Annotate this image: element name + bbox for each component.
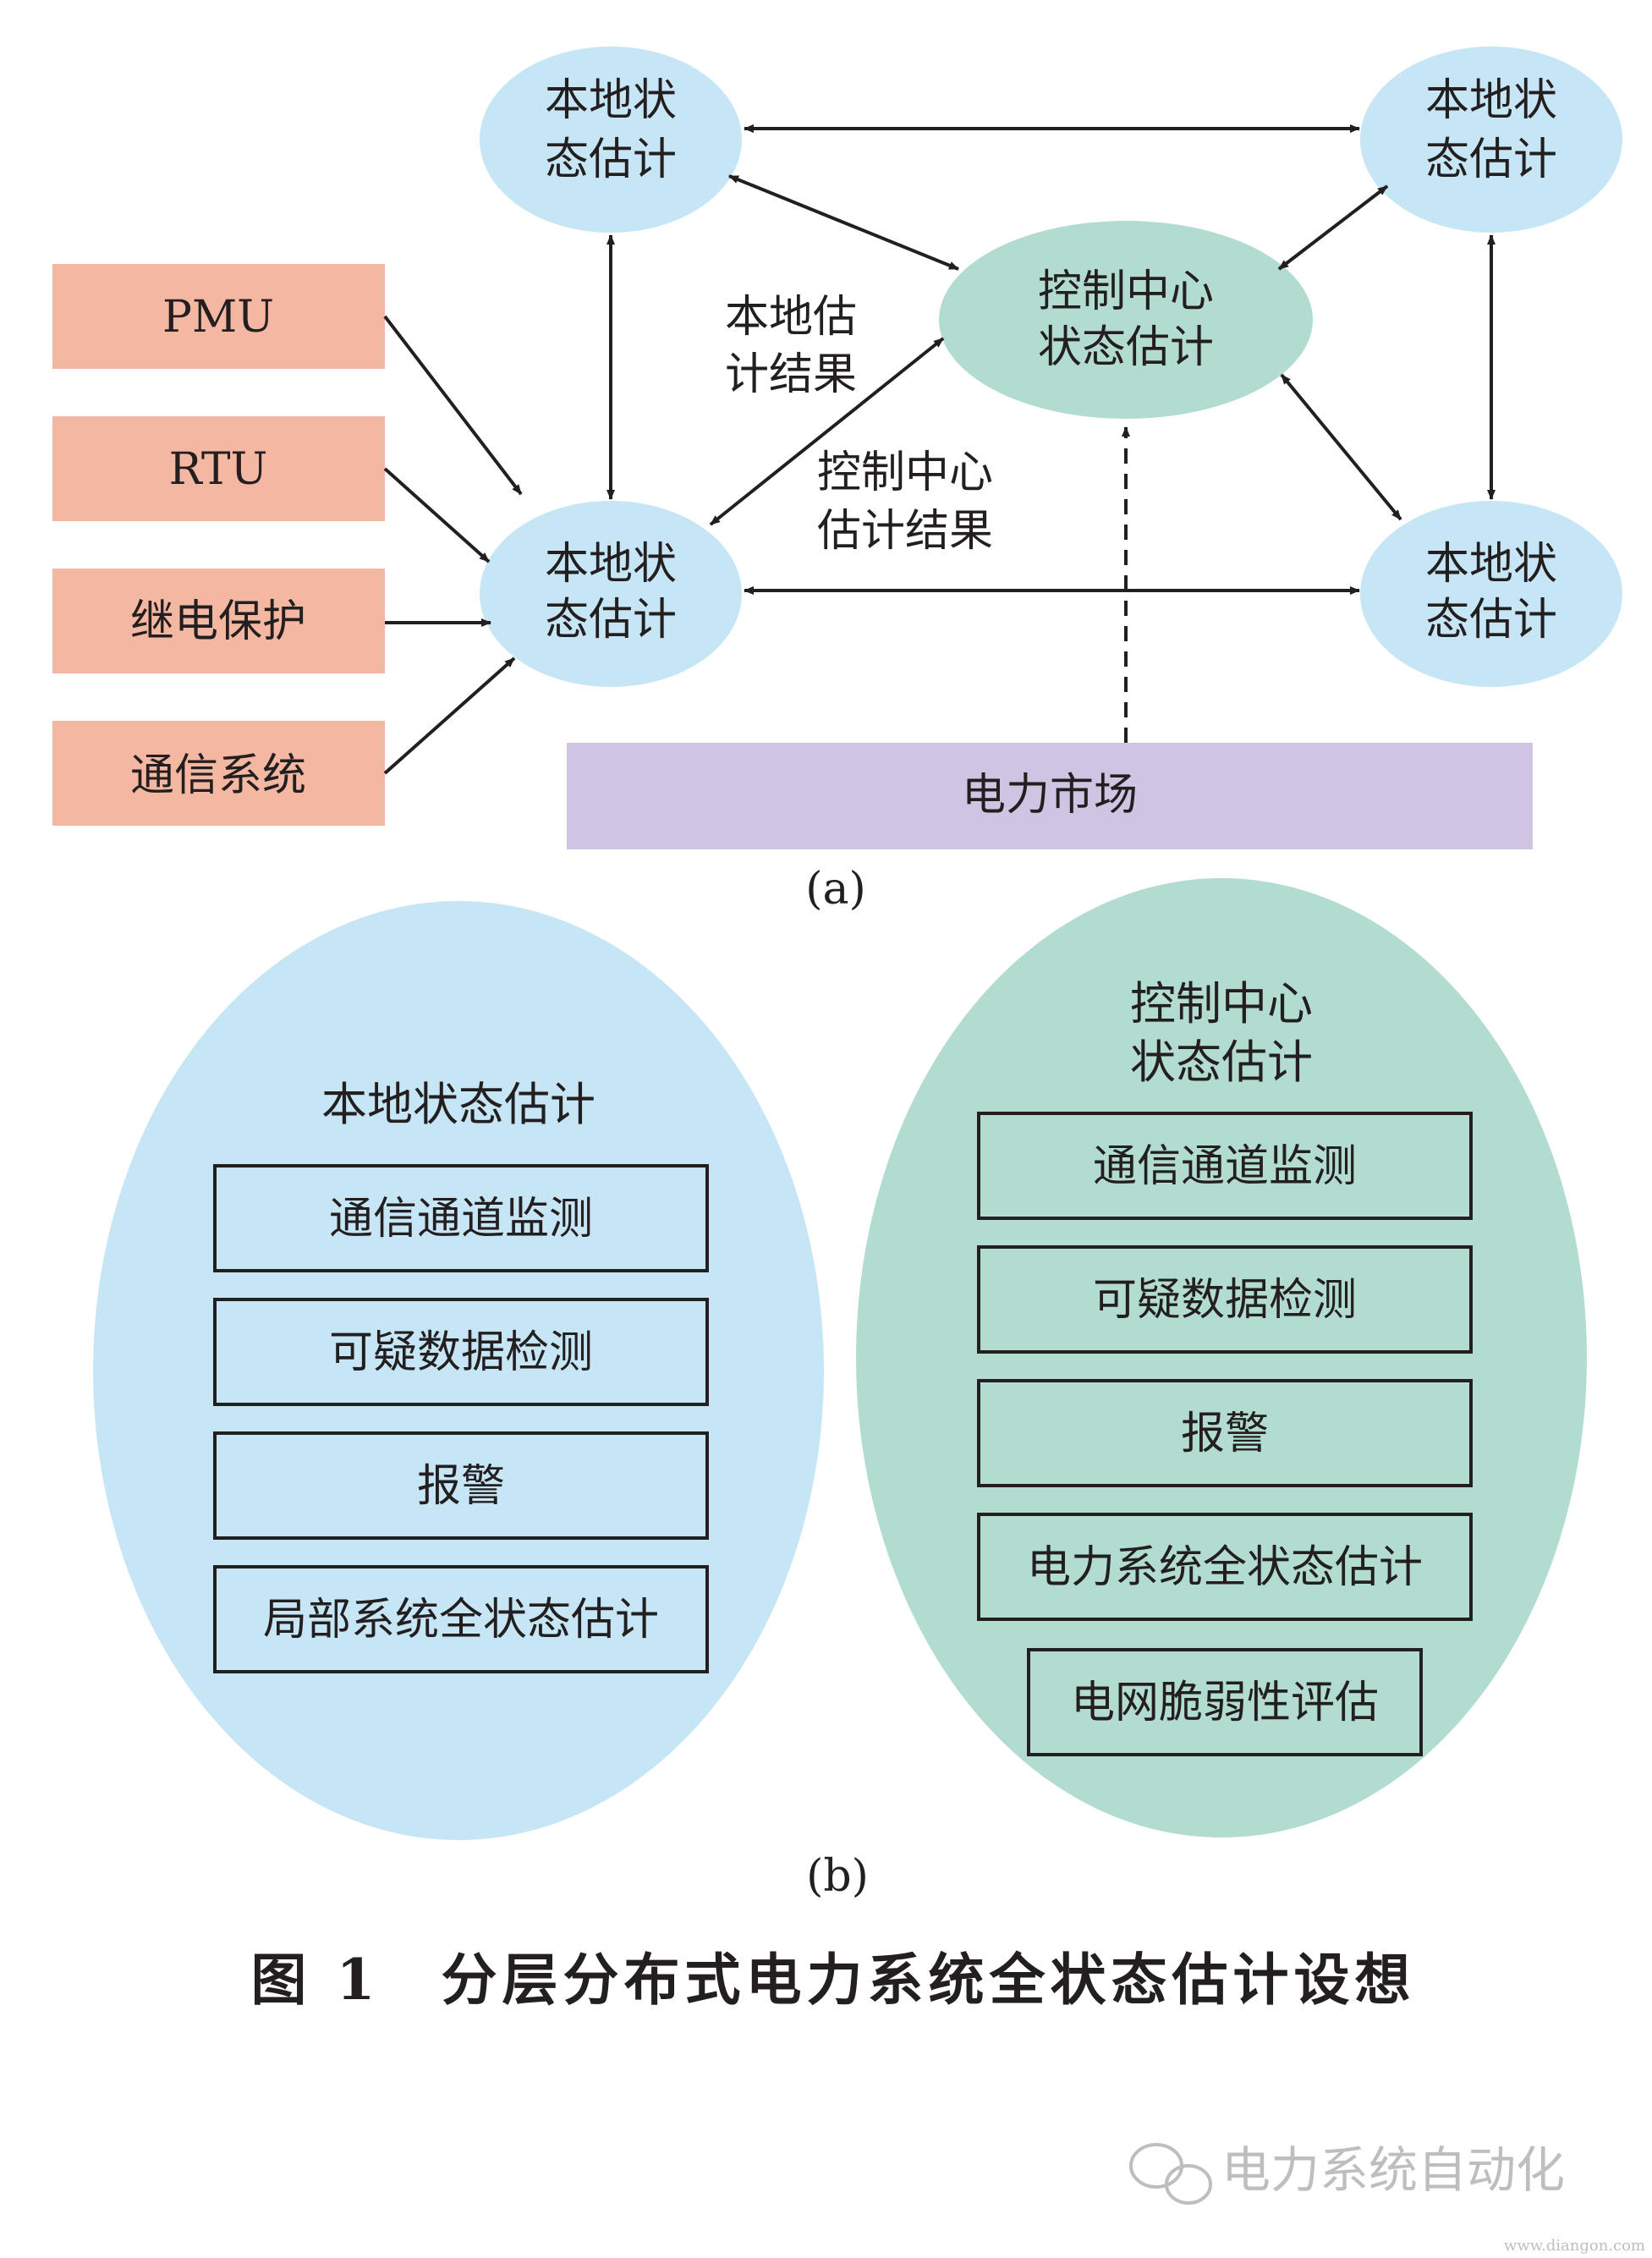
node-label: 控制中心 xyxy=(1038,266,1214,317)
input-box-relay xyxy=(52,569,385,673)
local-item-box xyxy=(213,1164,709,1272)
arrow-local-top-left-to-control xyxy=(728,174,959,271)
input-box-comm xyxy=(52,721,385,826)
node-label: 态估计 xyxy=(545,135,677,185)
input-label-pmu: PMU xyxy=(162,292,274,343)
control-item-label: 报警 xyxy=(1181,1409,1269,1459)
arrow-control-to-local-top-right xyxy=(1277,184,1389,271)
watermark-url: www.diangon.com xyxy=(1504,2237,1645,2255)
arrow-comm-to-local xyxy=(383,657,516,775)
control-item-label: 电力系统全状态估计 xyxy=(1027,1542,1423,1593)
arrow-control-to-local-bottom-right xyxy=(1280,373,1402,521)
node-label: 态估计 xyxy=(1425,595,1557,646)
node-label: 本地状 xyxy=(1425,75,1557,126)
diagram-b: 本地状态估计 控制中心 状态估计 通信通道监测 可疑数据检测 报警 局部系统全状… xyxy=(93,878,1587,1902)
node-label: 本地状 xyxy=(545,539,677,590)
power-market-bar xyxy=(567,743,1533,849)
watermark: 电力系统自动化 www.diangon.com xyxy=(1129,2141,1645,2255)
local-estimation-bottom-right xyxy=(1360,501,1622,687)
caption-a: (a) xyxy=(805,864,866,915)
control-item-label: 电网脆弱性评估 xyxy=(1071,1678,1379,1728)
local-item-label: 报警 xyxy=(417,1461,505,1512)
wechat-icon xyxy=(1129,2143,1212,2205)
watermark-text: 电力系统自动化 xyxy=(1221,2141,1565,2199)
node-label: 本地状 xyxy=(545,75,677,126)
arrow-control-to-local-center xyxy=(709,337,945,526)
node-label: 状态估计 xyxy=(1038,322,1214,373)
input-box-rtu xyxy=(52,416,385,521)
control-item-label: 可疑数据检测 xyxy=(1093,1275,1357,1326)
control-center-panel xyxy=(856,878,1587,1838)
local-panel-title: 本地状态估计 xyxy=(321,1078,595,1131)
edge-label-local-result: 本地估 xyxy=(725,292,857,343)
control-item-box xyxy=(1027,1648,1423,1756)
local-item-box xyxy=(213,1565,709,1673)
caption-b: (b) xyxy=(806,1851,869,1902)
arrow-rtu-to-local xyxy=(383,467,491,563)
local-estimation-top-left xyxy=(480,47,742,233)
edge-label-local-result: 计结果 xyxy=(725,349,857,400)
local-estimation-panel xyxy=(93,901,824,1840)
local-item-box xyxy=(213,1298,709,1406)
diagram-a: 电力市场 PMU RTU 继电保护 通信系统 本地状 态估计 本地状 态估计 控… xyxy=(52,47,1622,915)
node-label: 态估计 xyxy=(1425,135,1557,185)
input-box-pmu xyxy=(52,264,385,369)
control-panel-title: 状态估计 xyxy=(1130,1036,1313,1089)
node-label: 态估计 xyxy=(545,595,677,646)
local-item-label: 通信通道监测 xyxy=(329,1194,593,1244)
control-item-box xyxy=(977,1245,1473,1354)
figure-title: 图 1 分层分布式电力系统全状态估计设想 xyxy=(251,1947,1416,2013)
node-label: 本地状 xyxy=(1425,539,1557,590)
control-panel-title: 控制中心 xyxy=(1130,977,1313,1030)
local-estimation-top-right xyxy=(1360,47,1622,233)
input-label-rtu: RTU xyxy=(169,444,268,495)
control-item-box xyxy=(977,1513,1473,1621)
control-item-box xyxy=(977,1112,1473,1220)
local-item-label: 局部系统全状态估计 xyxy=(263,1595,659,1645)
power-market-label: 电力市场 xyxy=(962,770,1138,821)
edge-label-control-result: 估计结果 xyxy=(817,506,993,557)
input-label-relay: 继电保护 xyxy=(130,596,306,647)
arrow-pmu-to-local xyxy=(383,315,523,496)
local-item-box xyxy=(213,1431,709,1540)
edge-label-control-result: 控制中心 xyxy=(817,448,993,498)
control-item-box xyxy=(977,1379,1473,1487)
input-label-comm: 通信系统 xyxy=(130,750,306,801)
control-item-label: 通信通道监测 xyxy=(1093,1141,1357,1192)
local-item-label: 可疑数据检测 xyxy=(329,1327,593,1378)
control-center-estimation xyxy=(939,221,1313,419)
local-estimation-center xyxy=(480,501,742,687)
